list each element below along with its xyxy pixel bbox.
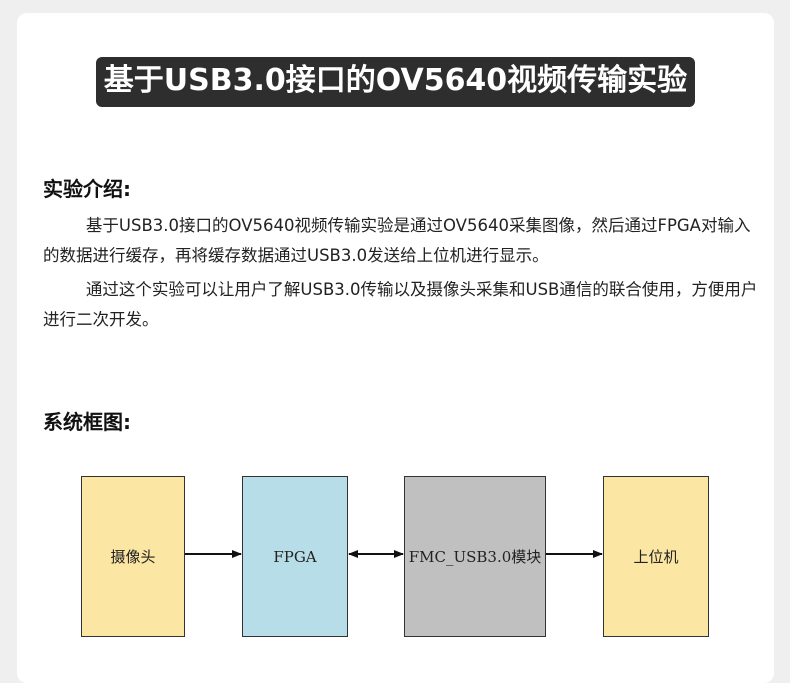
title-wrap: 基于USB3.0接口的OV5640视频传输实验	[17, 57, 774, 107]
block-fmc-usb3-module: FMC_USB3.0模块	[404, 476, 546, 637]
page-title: 基于USB3.0接口的OV5640视频传输实验	[95, 57, 696, 107]
block-fpga: FPGA	[242, 476, 348, 637]
diagram-heading: 系统框图:	[43, 410, 131, 434]
block-camera: 摄像头	[81, 476, 185, 637]
intro-paragraph-2: 通过这个实验可以让用户了解USB3.0传输以及摄像头采集和USB通信的联合使用，…	[43, 280, 758, 329]
block-host-pc: 上位机	[603, 476, 709, 637]
intro-paragraph-1: 基于USB3.0接口的OV5640视频传输实验是通过OV5640采集图像，然后通…	[43, 216, 751, 265]
diagram-arrows	[185, 550, 603, 558]
content-card: 基于USB3.0接口的OV5640视频传输实验 实验介绍: 基于USB3.0接口…	[17, 13, 774, 683]
intro-heading: 实验介绍:	[43, 177, 131, 201]
